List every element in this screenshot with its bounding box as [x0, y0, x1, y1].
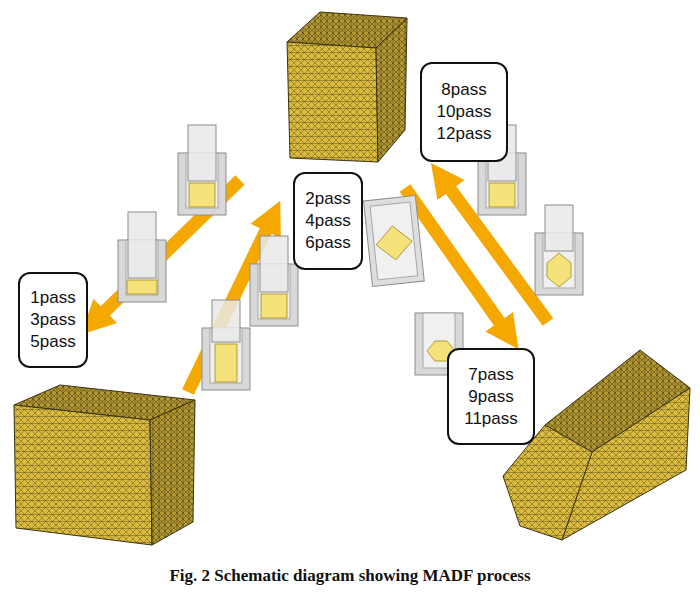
pass-number: 3pass	[30, 309, 75, 331]
cube-workpiece	[287, 12, 407, 162]
pass-label-box: 1pass3pass5pass	[18, 272, 88, 368]
pass-number: 11pass	[464, 408, 518, 430]
pass-number: 10pass	[437, 101, 492, 123]
figure-caption: Fig. 2 Schematic diagram showing MADF pr…	[0, 566, 700, 586]
pass-number: 9pass	[468, 386, 513, 408]
pass-number: 2pass	[305, 188, 350, 210]
flat-workpiece	[14, 385, 195, 545]
die-schematic	[364, 125, 583, 375]
pass-label-box: 7pass9pass11pass	[447, 348, 535, 445]
pass-number: 6pass	[305, 232, 350, 254]
pass-number: 7pass	[468, 364, 513, 386]
pass-number: 1pass	[30, 287, 75, 309]
die-schematic	[118, 125, 298, 390]
pass-number: 8pass	[441, 79, 486, 101]
pass-label-box: 8pass10pass12pass	[420, 62, 508, 162]
pass-number: 4pass	[305, 210, 350, 232]
pass-number: 12pass	[437, 123, 492, 145]
pass-label-box: 2pass4pass6pass	[293, 172, 363, 270]
pass-number: 5pass	[30, 331, 75, 353]
